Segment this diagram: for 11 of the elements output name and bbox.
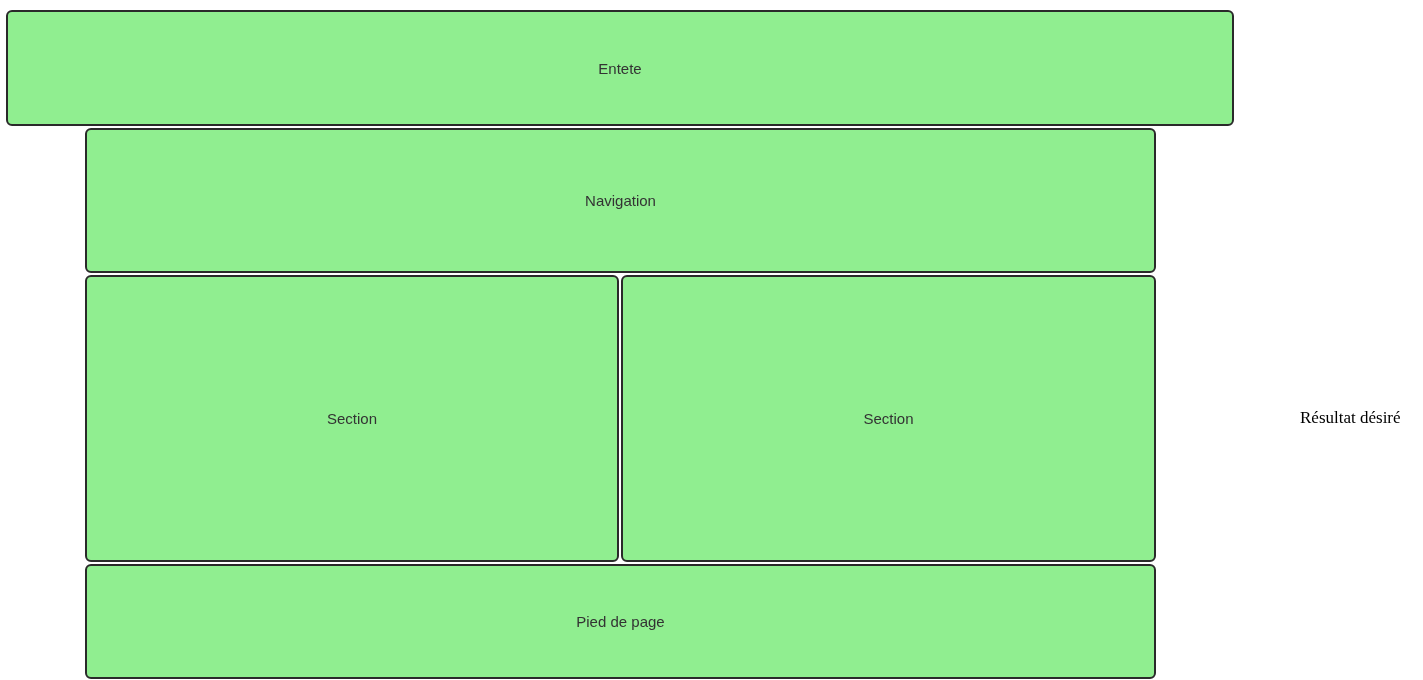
block-label: Pied de page	[576, 613, 665, 630]
layout-block	[6, 10, 1234, 126]
block-label: Entete	[598, 59, 642, 77]
block-label: Navigation	[585, 192, 656, 209]
block-label: Section	[326, 410, 377, 427]
layout-block	[85, 564, 1156, 679]
layout-block	[85, 275, 619, 562]
layout-block	[621, 275, 1156, 562]
layout-block	[85, 128, 1156, 273]
caption-text: Résultat désiré	[1300, 408, 1401, 428]
block-label: Section	[863, 410, 914, 427]
